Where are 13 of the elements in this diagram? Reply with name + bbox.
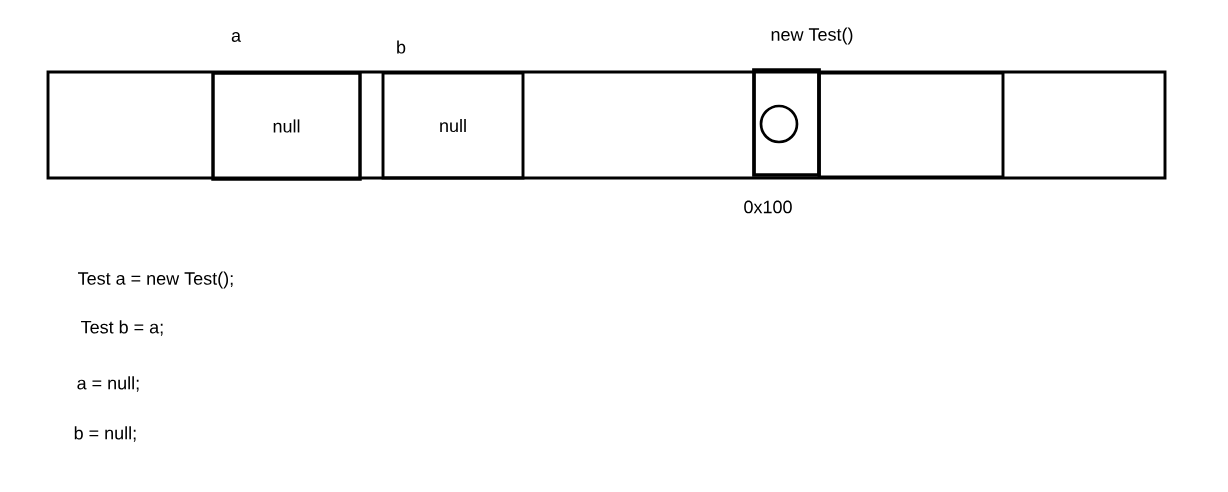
- memory-cell: null: [381, 71, 525, 180]
- cell-caption: a: [231, 32, 241, 42]
- memory-cell: null: [211, 71, 362, 181]
- object-circle: [759, 104, 799, 144]
- cell-caption: new Test(): [771, 27, 853, 45]
- code-line: b = null;: [74, 426, 136, 442]
- code-line: Test b = a;: [81, 320, 163, 336]
- memory-strip: [46, 70, 1167, 180]
- memory-cell: [817, 71, 1005, 179]
- code-line: a = null;: [77, 376, 139, 392]
- code-line: Test a = new Test();: [78, 271, 233, 289]
- cell-caption: 0x100: [744, 200, 792, 214]
- cell-caption: b: [397, 40, 406, 54]
